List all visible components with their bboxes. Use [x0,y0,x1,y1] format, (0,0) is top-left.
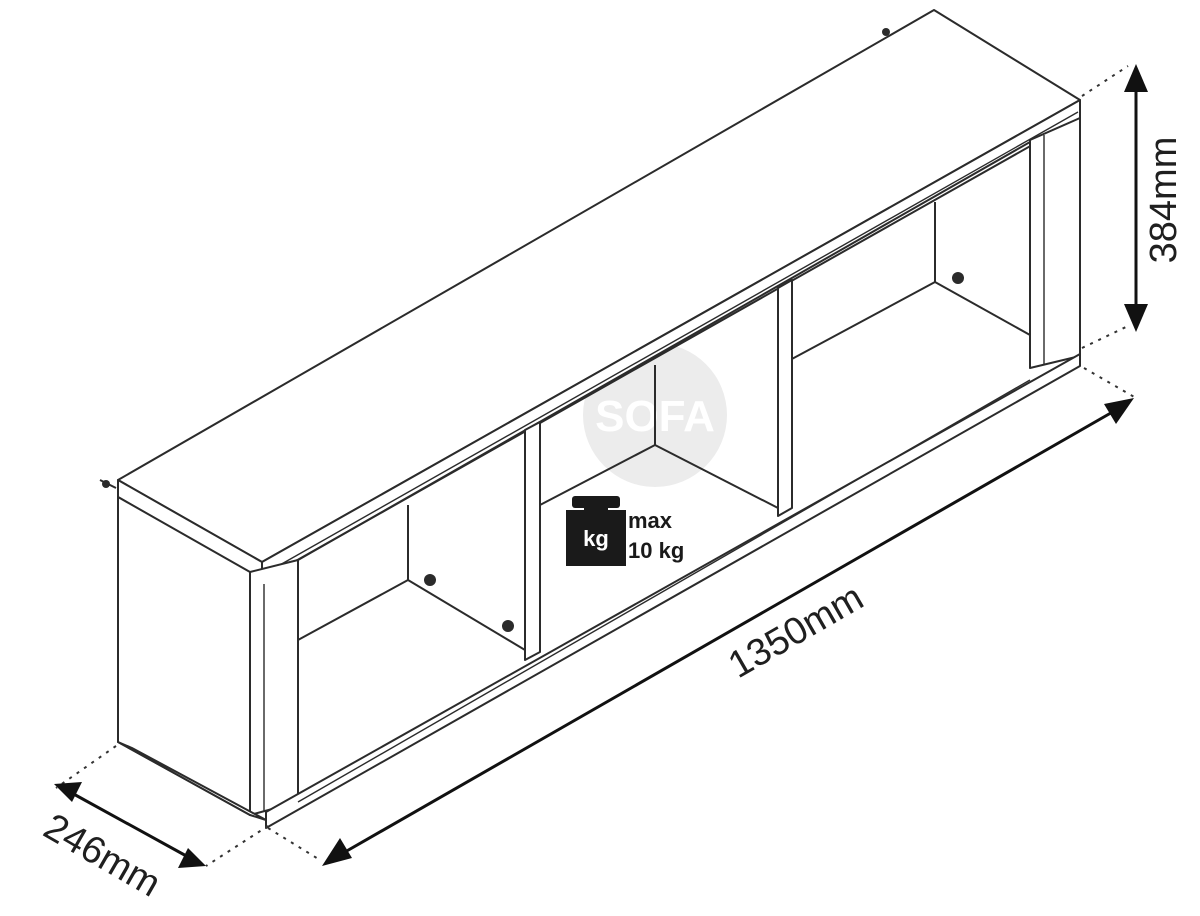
extension-lines [55,65,1137,867]
bottom-board [265,353,1081,829]
mounting-holes [424,272,964,632]
kg-badge-text: kg [583,526,609,551]
right-side-panel [1029,117,1081,369]
max-value: 10 kg [628,538,684,563]
height-dimension: 384mm [1124,64,1185,332]
left-side-panel [117,496,299,821]
top-board [99,9,1081,581]
dividers [524,279,793,661]
load-rating: kg max 10 kg [566,496,684,566]
weight-icon: kg [566,496,626,566]
height-label: 384mm [1143,137,1185,264]
max-label: max [628,508,673,533]
interior [297,141,1031,651]
depth-label: 246mm [37,806,168,906]
depth-dimension: 246mm [37,782,206,905]
